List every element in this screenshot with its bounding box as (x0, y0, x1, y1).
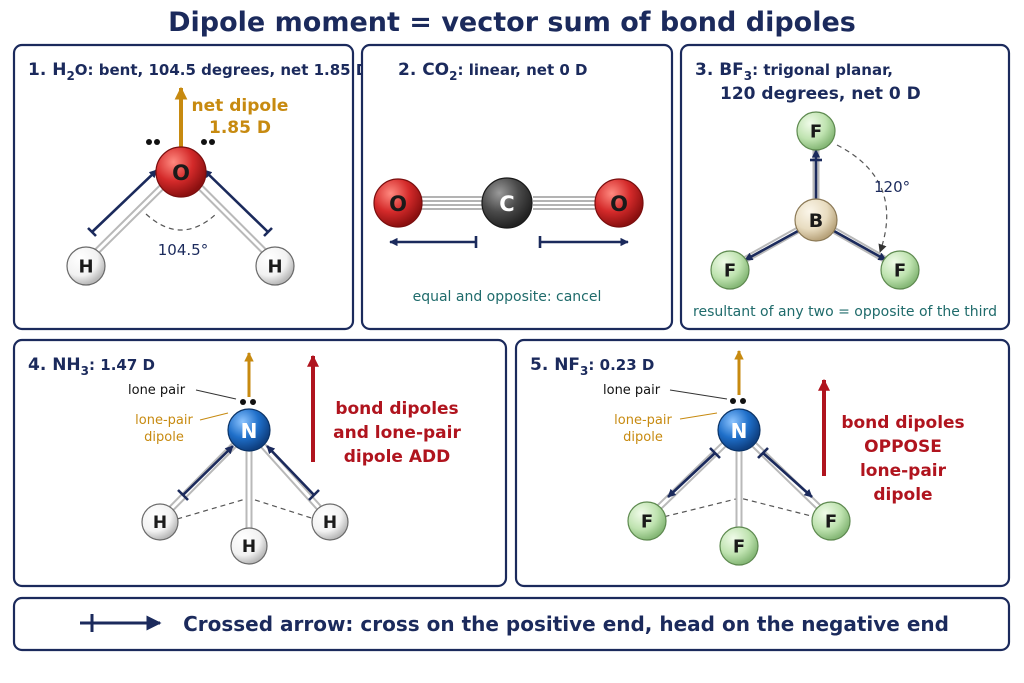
svg-text:H: H (323, 513, 337, 533)
h2o-angle-arc (145, 213, 217, 231)
svg-text:H: H (78, 257, 93, 278)
panel-bf3-heading-2: 120 degrees, net 0 D (720, 84, 921, 104)
h2o-atom-h-right: H (255, 246, 295, 286)
panel-bf3-heading: 3. BF3: trigonal planar, (695, 60, 893, 83)
nf3-atom-f-left: F (627, 501, 667, 541)
nh3-atom-n: N (227, 408, 271, 452)
panel-bf3: 3. BF3: trigonal planar, 120 degrees, ne… (679, 43, 1011, 331)
nf3-effect-2: OPPOSE (864, 437, 942, 457)
bf3-angle-label: 120° (874, 178, 910, 196)
nh3-bond-dipole-left (182, 445, 234, 496)
h2o-atom-o: O (155, 146, 207, 198)
legend-frame (12, 596, 1011, 652)
nh3-effect-3: dipole ADD (344, 447, 451, 467)
nh3-effect-2: and lone-pair (333, 423, 461, 443)
h2o-atom-h-left: H (66, 246, 106, 286)
panel-bf3-frame (679, 43, 1011, 331)
bf3-atom-f-left: F (710, 250, 750, 290)
svg-text:F: F (733, 537, 745, 558)
svg-text:N: N (241, 419, 258, 443)
bf3-angle-arc (836, 144, 888, 253)
panel-co2: 2. CO2: linear, net 0 D O C O equal and … (360, 43, 674, 331)
nh3-lone-pair (240, 399, 256, 405)
svg-text:O: O (172, 161, 190, 185)
nh3-atom-h-left: H (141, 503, 179, 541)
nh3-bond-dipole-right (266, 445, 315, 496)
svg-text:O: O (610, 192, 628, 216)
panel-nf3: 5. NF3: 0.23 D lone pair lone-pair dipol… (514, 338, 1011, 588)
nf3-effect-4: dipole (873, 485, 932, 505)
svg-text:H: H (153, 513, 167, 533)
legend: Crossed arrow: cross on the positive end… (12, 596, 1011, 652)
bf3-atom-f-top: F (796, 111, 836, 151)
svg-text:F: F (810, 122, 822, 143)
svg-text:H: H (267, 257, 282, 278)
co2-atom-o-left: O (373, 178, 423, 228)
nf3-effect-3: lone-pair (860, 461, 947, 481)
svg-text:C: C (499, 192, 514, 216)
nh3-lone-pair-label: lone pair (128, 383, 186, 398)
svg-text:O: O (389, 192, 407, 216)
nf3-lone-pair-dipole-label-1: lone-pair (614, 413, 672, 428)
co2-note: equal and opposite: cancel (413, 289, 602, 305)
svg-text:H: H (242, 537, 256, 557)
h2o-lone-pair-right (201, 139, 215, 145)
bf3-bond-dipole-right (833, 229, 887, 262)
page-title: Dipole moment = vector sum of bond dipol… (168, 7, 856, 38)
panel-h2o: 1. H2O: bent, 104.5 degrees, net 1.85 D … (12, 43, 368, 331)
co2-atom-o-right: O (594, 178, 644, 228)
h2o-angle-label: 104.5° (158, 241, 208, 259)
panel-nh3-frame (12, 338, 508, 588)
panel-nh3: 4. NH3: 1.47 D lone pair lone-pair dipol… (12, 338, 508, 588)
h2o-net-label-1: net dipole (192, 96, 289, 116)
bf3-note: resultant of any two = opposite of the t… (693, 304, 997, 320)
svg-text:F: F (724, 261, 736, 282)
legend-text: Crossed arrow: cross on the positive end… (183, 612, 949, 636)
nf3-bond-dipole-left (667, 452, 716, 498)
nh3-lone-pair-dipole-label-1: lone-pair (135, 413, 193, 428)
nf3-atom-f-right: F (811, 501, 851, 541)
nh3-effect-1: bond dipoles (335, 399, 458, 419)
nf3-lone-pair-label: lone pair (603, 383, 661, 398)
nf3-atom-f-bottom: F (719, 526, 759, 566)
nh3-lone-pair-dipole-label-2: dipole (144, 430, 184, 445)
bf3-atom-f-right: F (880, 250, 920, 290)
h2o-bond-dipole-left (91, 169, 158, 233)
h2o-lone-pair-left (146, 139, 160, 145)
nf3-atom-n: N (717, 408, 761, 452)
nf3-lone-pair-dipole-label-2: dipole (623, 430, 663, 445)
bf3-atom-b: B (794, 198, 838, 242)
h2o-net-label-2: 1.85 D (209, 118, 271, 138)
nf3-effect-1: bond dipoles (841, 413, 964, 433)
co2-atom-c: C (481, 177, 533, 229)
svg-text:F: F (894, 261, 906, 282)
bf3-bond-dipole-left (744, 229, 799, 262)
nh3-atom-h-bottom: H (230, 527, 268, 565)
nh3-atom-h-right: H (311, 503, 349, 541)
panel-nh3-heading: 4. NH3: 1.47 D (28, 355, 155, 378)
nf3-bond-dipole-right (762, 452, 813, 498)
panel-h2o-heading: 1. H2O: bent, 104.5 degrees, net 1.85 D (28, 60, 368, 83)
panel-co2-heading: 2. CO2: linear, net 0 D (398, 60, 587, 83)
h2o-bond-dipole-right (203, 169, 269, 233)
svg-text:F: F (825, 512, 837, 533)
nf3-lone-pair (730, 398, 746, 404)
svg-text:F: F (641, 512, 653, 533)
svg-text:N: N (731, 419, 748, 443)
svg-text:B: B (809, 210, 823, 232)
nf3-base-triangle (646, 497, 832, 522)
panel-nf3-heading: 5. NF3: 0.23 D (530, 355, 654, 378)
